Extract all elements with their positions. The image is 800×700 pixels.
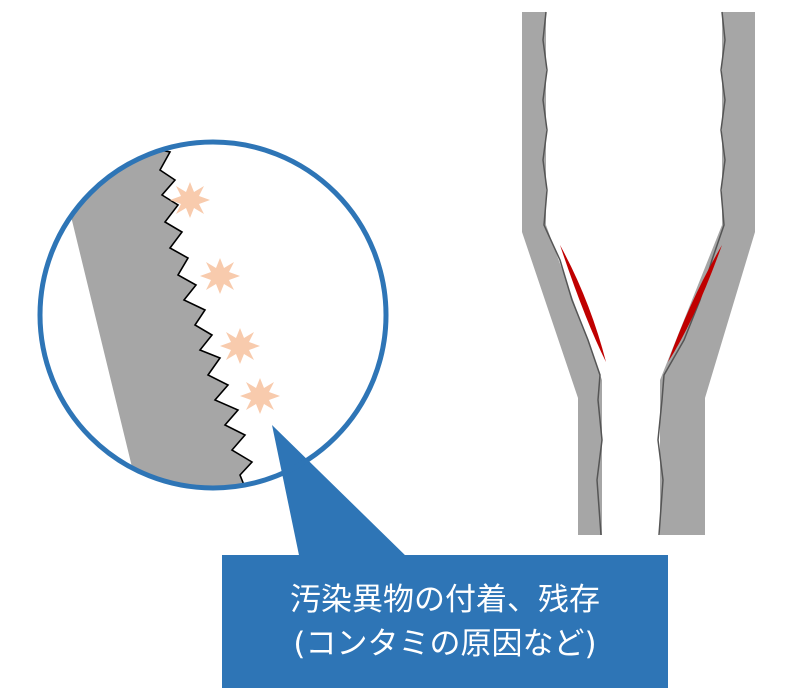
callout-label-box: 汚染異物の付着、残存 (コンタミの原因など) <box>222 555 668 688</box>
particle-icon <box>240 378 280 414</box>
particle-icon <box>170 182 210 218</box>
magnified-wall-view <box>50 142 280 488</box>
tube-left-wall <box>522 12 602 535</box>
callout-line-2: (コンタミの原因など) <box>293 625 597 662</box>
deposit-right <box>668 245 722 362</box>
particle-icon <box>220 328 260 364</box>
tube-right-rough-surface <box>657 11 726 536</box>
contaminant-particles <box>170 182 280 414</box>
wall-cross-section <box>50 142 252 488</box>
tube-left-rough-surface <box>542 11 603 536</box>
magnifier-circle <box>37 139 389 491</box>
callout-line-1: 汚染異物の付着、残存 <box>290 581 600 618</box>
particle-icon <box>200 258 240 294</box>
callout-pointer <box>272 425 410 560</box>
rough-surface-line <box>157 142 254 488</box>
tube-diagram <box>522 11 755 536</box>
deposit-left <box>560 245 606 362</box>
